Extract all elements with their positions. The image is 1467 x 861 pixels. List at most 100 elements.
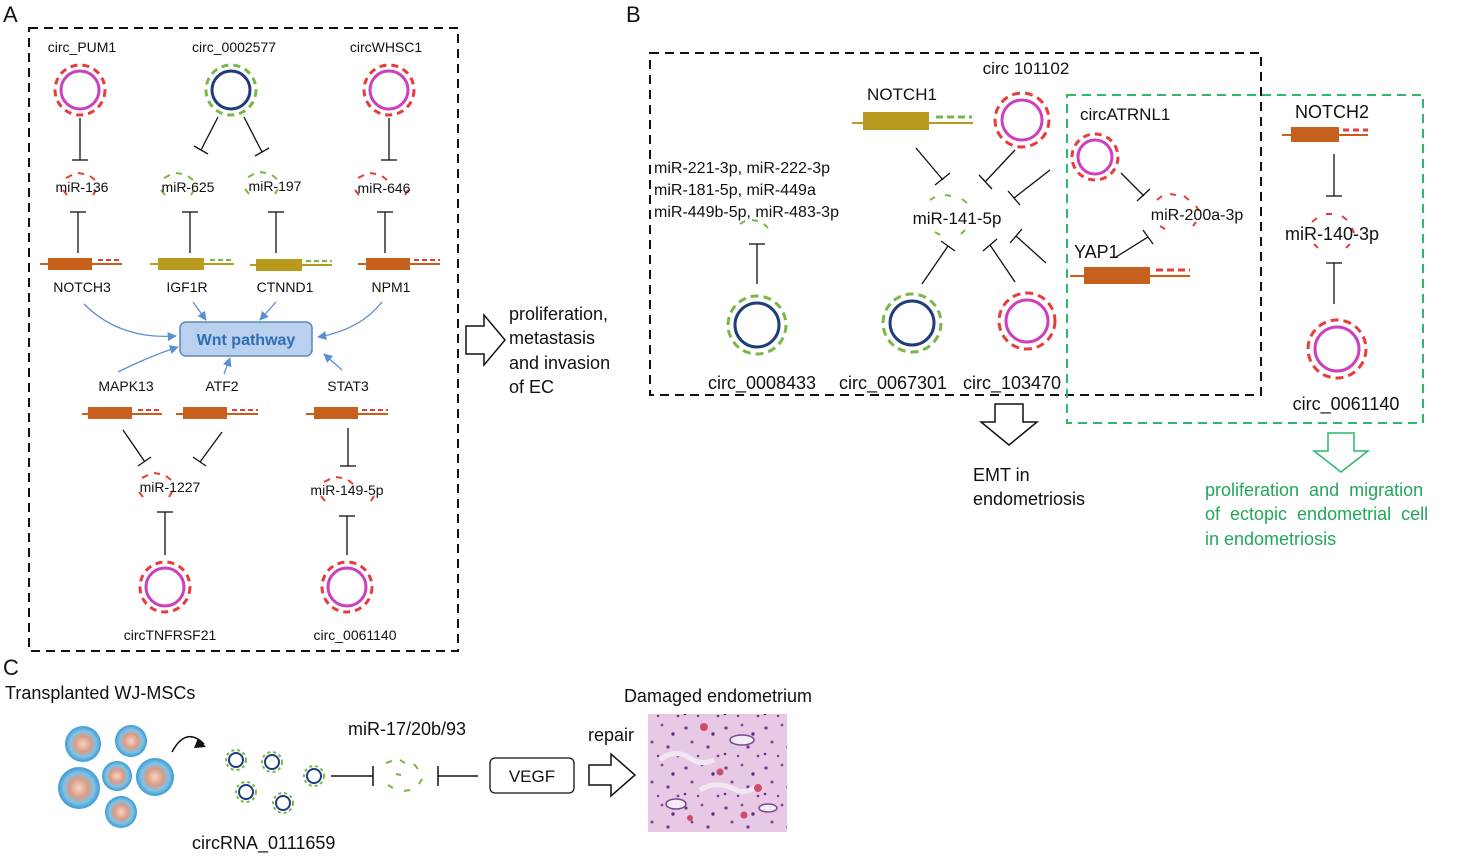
panel-letter-a: A <box>3 2 18 27</box>
inhibit-lines-c <box>331 766 478 786</box>
label-circ-0067301: circ_0067301 <box>839 373 947 394</box>
mirna-dash-icons-bottom <box>138 472 375 502</box>
label-mir-140-3p: miR-140-3p <box>1285 224 1379 244</box>
outcome-green-line3: in endometriosis <box>1205 529 1336 549</box>
outcome-emt-line2: endometriosis <box>973 489 1085 509</box>
inhibit-lines-top <box>72 116 397 161</box>
inhibit-lines-genes-top <box>70 211 393 253</box>
label-circ-0002577: circ_0002577 <box>192 39 276 55</box>
gene-notch3-icon <box>40 258 122 270</box>
label-mir-136: miR-136 <box>56 179 109 195</box>
label-repair: repair <box>588 725 634 745</box>
outcome-a-line4: of EC <box>509 377 554 397</box>
circ-0061140-a-icon <box>320 560 374 614</box>
panel-b-black-frame <box>649 52 1262 396</box>
panel-b-green-frame <box>1066 94 1424 424</box>
label-vegf: VEGF <box>509 767 555 786</box>
label-circ-tnfrsf21: circTNFRSF21 <box>124 627 217 643</box>
label-npm1: NPM1 <box>372 279 411 295</box>
label-mirna-list-3: miR-449b-5p, miR-483-3p <box>654 204 839 221</box>
endometrium-histology-image <box>648 714 787 832</box>
mir-200a-dash-icon <box>1156 193 1200 230</box>
mir-140-dash-icon <box>1311 213 1355 249</box>
mir-17-dash-icon <box>385 759 423 792</box>
outcome-emt-line1: EMT in <box>973 465 1030 485</box>
gene-stat3-icon <box>306 407 388 419</box>
panel-a: A circ_PUM1 circ_0002577 circWHSC1 <box>3 2 610 652</box>
exosome-circrna-icons <box>225 749 325 814</box>
gene-igf1r-icon <box>150 258 234 270</box>
gene-ctnnd1-icon <box>250 259 332 271</box>
inhibit-atrnl1 <box>1120 172 1151 202</box>
circ-103470-icon <box>997 291 1057 351</box>
label-circ-103470: circ_103470 <box>963 373 1061 394</box>
label-notch1: NOTCH1 <box>867 85 937 104</box>
label-yap1: YAP1 <box>1074 242 1119 262</box>
label-circ-101102: circ 101102 <box>983 59 1070 78</box>
mirna-list-dash-icon <box>739 219 769 229</box>
inhibit-yap1 <box>1115 229 1154 258</box>
label-atf2: ATF2 <box>205 378 238 394</box>
gene-notch1-icon <box>852 112 973 130</box>
label-mirna-list-2: miR-181-5p, miR-449a <box>654 182 816 199</box>
curved-arrowhead-icon <box>194 738 206 748</box>
label-mir-17-20b-93: miR-17/20b/93 <box>348 719 466 739</box>
panel-letter-b: B <box>626 2 641 27</box>
repair-arrow <box>588 752 637 798</box>
label-mir-141-5p: miR-141-5p <box>913 209 1002 228</box>
inhibit-notch2 <box>1326 154 1342 197</box>
wnt-arrows <box>83 301 383 375</box>
vegf-box <box>489 757 575 794</box>
inhibit-0008433 <box>749 243 765 284</box>
wnt-pathway-box <box>179 321 313 357</box>
label-circ-0008433: circ_0008433 <box>708 373 816 394</box>
label-mir-200a-3p: miR-200a-3p <box>1151 207 1244 224</box>
outcome-a-line1: proliferation, <box>509 304 608 324</box>
inhibit-lines-bottom <box>122 428 356 555</box>
inhibit-lines-mir141 <box>915 147 1051 285</box>
label-notch3: NOTCH3 <box>53 279 111 295</box>
mir-141-dash-icon <box>929 194 968 236</box>
msc-cells-icon <box>58 725 174 828</box>
outcome-arrow-a <box>465 312 506 368</box>
label-igf1r: IGF1R <box>166 279 207 295</box>
label-mir-197: miR-197 <box>249 178 302 194</box>
label-mirna-list-1: miR-221-3p, miR-222-3p <box>654 160 830 177</box>
outcome-green-line1: proliferation and migration <box>1205 480 1423 500</box>
label-circ-0061140-b: circ_0061140 <box>1293 394 1400 415</box>
label-mir-646: miR-646 <box>358 180 411 196</box>
inhibit-0061140-b <box>1326 262 1342 304</box>
label-mapk13: MAPK13 <box>98 378 153 394</box>
gene-npm1-icon <box>358 258 440 270</box>
circ-whsc1-icon <box>362 63 416 117</box>
outcome-arrow-emt <box>978 403 1040 446</box>
label-transplanted-wj-mscs: Transplanted WJ-MSCs <box>5 683 195 703</box>
label-mir-1227: miR-1227 <box>140 479 201 495</box>
circ-pum1-icon <box>53 63 107 117</box>
label-wnt-pathway: Wnt pathway <box>197 332 296 349</box>
label-circ-0061140-a: circ_0061140 <box>313 627 396 643</box>
circ-101102-icon <box>993 91 1051 149</box>
gene-atf2-icon <box>176 407 258 419</box>
label-circ-pum1: circ_PUM1 <box>48 39 117 55</box>
outcome-a-line3: and invasion <box>509 353 610 373</box>
circ-tnfrsf21-icon <box>138 560 192 614</box>
gene-notch2-icon <box>1282 127 1368 142</box>
label-mir-625: miR-625 <box>162 179 215 195</box>
gene-mapk13-icon <box>82 407 162 419</box>
panel-b: B NOTCH1 circ 101102 miR-221-3p, miR-222… <box>626 2 1428 549</box>
label-circrna-0111659: circRNA_0111659 <box>192 833 335 854</box>
label-circ-atrnl1: circATRNL1 <box>1080 105 1170 124</box>
circ-0067301-icon <box>881 292 943 354</box>
circ-0008433-icon <box>726 294 788 356</box>
label-stat3: STAT3 <box>327 378 369 394</box>
label-notch2: NOTCH2 <box>1295 102 1369 122</box>
circ-0002577-icon <box>204 63 258 117</box>
panel-c: C Transplanted WJ-MSCs circRNA_0111659 <box>3 655 812 854</box>
outcome-a-line2: metastasis <box>509 328 595 348</box>
gene-yap1-icon <box>1070 267 1190 284</box>
panel-a-frame <box>28 27 459 652</box>
outcome-arrow-green <box>1311 432 1371 473</box>
label-mir-149-5p: miR-149-5p <box>310 482 383 498</box>
